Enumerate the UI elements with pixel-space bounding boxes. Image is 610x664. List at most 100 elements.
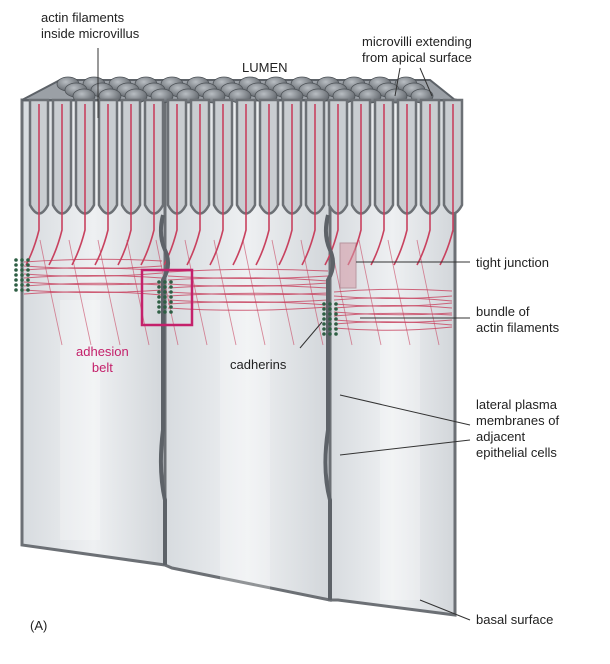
label-microvilli-extending: microvilli extending from apical surface [362,34,472,65]
cadherin [169,280,173,284]
actin-bundle-filament [23,282,163,287]
cadherin [26,263,30,267]
label-bundle-actin: bundle of actin filaments [476,304,560,335]
cadherin [334,302,338,306]
actin-web-strand [126,239,150,346]
actin-bundle-filament [167,282,329,287]
actin-bundle-filament [23,258,163,263]
cadherin [322,312,326,316]
cadherin [157,300,161,304]
cadherin [328,322,332,326]
cadherin [322,327,326,331]
cadherin [169,300,173,304]
label-lumen: LUMEN [242,60,288,75]
cadherin [328,327,332,331]
cadherin [157,305,161,309]
adhesion-belt-box [140,268,194,327]
actin-bundle-filament [23,291,163,296]
actin-bundle-filament [23,272,163,277]
actin-filament [209,104,224,266]
cadherin [328,302,332,306]
cadherin [163,305,167,309]
cadherin [20,258,24,262]
cadherin [334,327,338,331]
actin-web-strand [271,239,295,346]
tight-junction-marker [339,242,357,289]
cadherin [163,295,167,299]
cadherin [20,263,24,267]
cadherin [334,332,338,336]
actin-bundle-filament [23,275,163,279]
actin-web-strand [97,239,121,346]
cadherin [334,322,338,326]
cadherin [328,332,332,336]
actin-bundle-filament [333,302,453,307]
actin-filament [255,104,270,266]
actin-bundle-filament [167,306,329,311]
cadherin [14,268,18,272]
cadherin [169,285,173,289]
cadherin [26,268,30,272]
actin-bundle-filament [167,299,329,303]
label-cadherins: cadherins [230,357,287,372]
cadherin [26,258,30,262]
actin-bundle-filament [23,289,163,293]
actin-bundle-filament [333,297,453,302]
actin-web-strand [68,239,92,346]
actin-bundle-filament [167,285,329,289]
actin-filament [94,104,109,266]
actin-web-strand [358,239,382,346]
cadherin [334,317,338,321]
cadherin [169,290,173,294]
cadherin [26,278,30,282]
actin-web-strand [213,239,237,346]
cadherin [334,307,338,311]
cadherin [157,285,161,289]
actin-bundle-filament [333,326,453,331]
cadherin [163,310,167,314]
cadherin [334,312,338,316]
actin-web-strand [39,239,63,346]
actin-web-strand [416,239,440,346]
cadherin [20,273,24,277]
actin-bundle-filament [167,275,329,279]
cadherin [169,295,173,299]
cadherin [322,302,326,306]
actin-bundle-filament [333,312,453,317]
actin-filament [186,104,201,266]
cadherin [14,278,18,282]
actin-filament [324,104,339,266]
cadherin [14,283,18,287]
cadherin [322,307,326,311]
cadherin [26,288,30,292]
actin-bundle-filament [23,265,163,269]
cadherin [26,273,30,277]
cadherin [169,310,173,314]
cadherin [322,317,326,321]
cadherin [20,268,24,272]
label-panel: (A) [30,618,48,633]
actin-bundle-filament [333,295,453,299]
actin-filament [301,104,316,266]
cadherin [169,305,173,309]
cadherin-clusters [14,258,338,336]
cadherin [157,310,161,314]
actin-web-strand [242,239,266,346]
actin-web-strand [184,239,208,346]
actin-bundle-filament [167,301,329,306]
actin-filament [140,104,155,266]
cadherin [328,307,332,311]
cadherin [322,332,326,336]
actin-bundle-filament [333,305,453,309]
cadherin [157,280,161,284]
label-actin-inside-microvillus: actin filaments inside microvillus [41,10,140,41]
epithelial-cells [20,98,457,617]
actin-filament [163,104,178,266]
actin-bundle-filament [333,311,453,316]
cadherin [163,290,167,294]
label-adhesion-belt: adhesion belt [76,344,129,375]
cadherin [322,322,326,326]
cadherin [26,283,30,287]
cadherin [163,300,167,304]
